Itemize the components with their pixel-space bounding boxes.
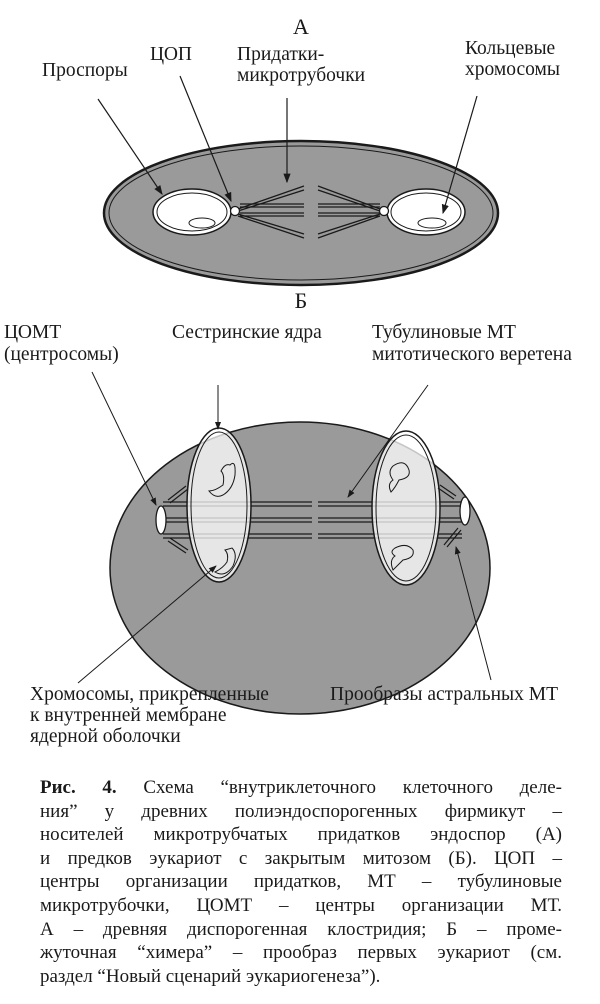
label-prospores: Проспоры [42,60,128,81]
label-chromosomes-2: к внутренней мембране [30,705,227,726]
label-chromosomes-1: Хромосомы, прикрепленные [30,684,269,705]
cop-right [378,205,390,217]
figure-caption: Рис. 4. Схема “внутриклеточного клеточно… [40,776,562,988]
label-ring-chromosomes-1: Кольцевые [465,38,556,59]
panel-b-cell [109,421,491,715]
label-tubulin-mt-2: митотического веретена [372,344,572,365]
caption-line: и предков эукариот с закрытым митозом (Б… [40,847,562,869]
caption-line: раздел “Новый сценарий эукариогенеза”). [40,965,381,987]
caption-line: микротрубочки, ЦОМТ – центры организации… [40,894,562,916]
centrosome-right [459,496,471,526]
label-astral-mt: Прообразы астральных МТ [330,684,559,705]
label-cop: ЦОП [150,44,192,65]
label-sister-nuclei: Сестринские ядра [172,322,322,343]
caption-line: носителей микротрубчатых придатков эндос… [40,824,562,846]
panel-b-title: Б [294,288,308,313]
label-comt-1: ЦОМТ [4,322,62,343]
panel-b-arrows [77,371,492,684]
label-chromosomes-3: ядерной оболочки [30,726,181,747]
sister-nucleus-right [371,430,441,586]
caption-line: центры организации придатков, МТ – тубул… [40,871,562,893]
panel-a-arrows [97,75,478,215]
panel-a-title: А [293,14,309,39]
prospore-right [386,188,466,236]
caption-line: А – древняя диспорогенная клостридия; Б … [40,918,562,940]
label-comt-2: (центросомы) [4,344,119,365]
label-appendages-1: Придатки- [237,44,325,65]
caption-line: жуточная “химера” – прообраз первых эука… [40,942,562,964]
cop-left [229,205,241,217]
caption-line: Рис. 4. Схема “внутриклеточного клеточно… [40,777,562,798]
centrosome-left [155,505,167,535]
sister-nucleus-left [186,427,252,583]
label-appendages-2: микротрубочки [237,65,366,86]
label-tubulin-mt-1: Тубулиновые МТ [372,322,516,343]
panel-a-cell [102,139,500,287]
caption-prefix: Рис. 4. [40,777,117,798]
astral-mt-prototypes [167,484,462,554]
appendage-microtubules [237,185,381,239]
caption-line: ния” у древних полиэндоспорогенных фирми… [40,800,562,822]
prospore-left [152,188,232,236]
label-ring-chromosomes-2: хромосомы [465,59,560,80]
